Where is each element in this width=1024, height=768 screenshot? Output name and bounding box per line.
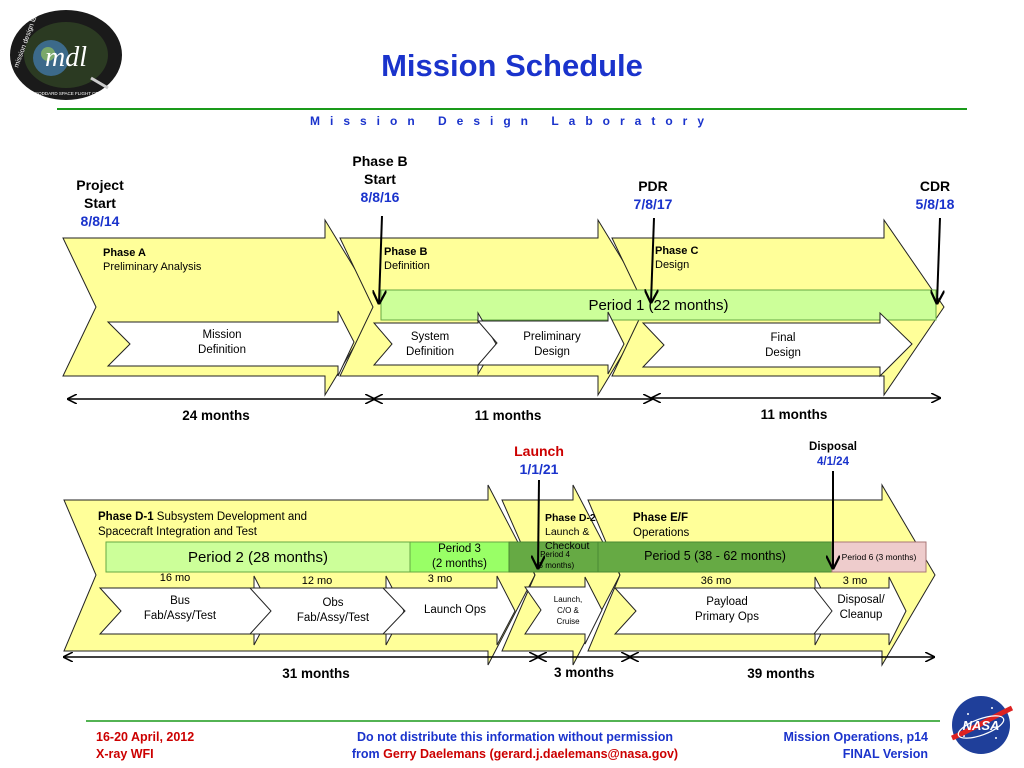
period-3-bar [409, 541, 510, 573]
disposal-cleanup-label: Disposal/ Cleanup [837, 594, 885, 621]
period-2-bar [105, 541, 411, 573]
milestone-cdr: CDR 5/8/18 [915, 178, 955, 212]
page-subtitle: Mission Design Laboratory [309, 114, 715, 128]
month-label-12: 12 mo [301, 575, 333, 587]
period-5-bar [597, 541, 833, 573]
period-2-label: Period 2 (28 months) [187, 549, 329, 566]
mdl-logo-text: mdl [45, 42, 87, 73]
duration-3-months: 3 months [553, 665, 614, 680]
preliminary-design-arrow [476, 311, 625, 375]
preliminary-design-label: Preliminary Design [523, 331, 581, 358]
final-design-label: Final Design [765, 332, 801, 359]
footer-left: 16-20 April, 2012 X-ray WFI [96, 730, 195, 761]
milestone-project-start: Project Start 8/8/14 [76, 177, 124, 229]
payload-ops-arrow [613, 576, 834, 646]
period-4-bar [508, 541, 599, 573]
period-5-label: Period 5 (38 - 62 months) [644, 549, 786, 563]
period-3-label: Period 3 (2 months) [432, 543, 487, 570]
phase-d1-label: Phase D-1 Subsystem Development and Spac… [98, 511, 308, 538]
launch-ops-arrow [381, 575, 516, 646]
launch-ops-label: Launch Ops [423, 604, 486, 616]
period-1-label: Period 1 (22 months) [588, 297, 729, 314]
launch-co-label: Launch, C/O & Cruise [553, 595, 583, 626]
phase-ef-label: Phase E/F Operations [633, 512, 690, 539]
duration-11-months-b: 11 months [474, 408, 542, 423]
bus-fab-arrow [98, 575, 273, 646]
mission-definition-arrow [106, 310, 355, 377]
nasa-logo-text: NASA [963, 718, 1000, 733]
phase-b-label: Phase B Definition [384, 246, 430, 272]
milestone-launch: Launch 1/1/21 [514, 443, 564, 477]
bus-fab-label: Bus Fab/Assy/Test [143, 595, 217, 622]
launch-line [538, 479, 539, 568]
phase-a-label: Phase A Preliminary Analysis [103, 247, 202, 273]
footer-right: Mission Operations, p14 FINAL Version [783, 730, 928, 761]
duration-24-months: 24 months [182, 408, 250, 423]
obs-fab-label: Obs Fab/Assy/Test [296, 597, 370, 624]
final-design-arrow [641, 311, 913, 378]
system-definition-arrow [372, 311, 497, 376]
duration-39-months: 39 months [747, 666, 815, 681]
month-label-16: 16 mo [159, 572, 191, 584]
duration-31-months: 31 months [282, 666, 350, 681]
duration-11-months-c: 11 months [760, 407, 828, 422]
period-6-bar [831, 541, 927, 573]
period-6-label: Period 6 (3 months) [841, 552, 917, 562]
disposal-arrow [812, 576, 907, 646]
milestone-phase-b-start: Phase B Start 8/8/16 [352, 153, 408, 205]
footer-center: Do not distribute this information witho… [351, 730, 679, 761]
phase-b-start-line [379, 215, 382, 303]
period-4-label: Period 4 (3 months) [535, 550, 575, 570]
month-label-3b: 3 mo [842, 575, 868, 587]
period-1-bar [380, 289, 937, 321]
launch-co-arrow [524, 576, 603, 645]
phase-c-label: Phase C Design [655, 245, 699, 271]
phase-d2-label: Phase D-2 Launch & Checkout [545, 512, 596, 552]
month-label-3a: 3 mo [427, 573, 453, 585]
month-label-36: 36 mo [700, 575, 732, 587]
payload-ops-label: Payload Primary Ops [695, 596, 759, 623]
obs-fab-arrow [248, 575, 405, 646]
mission-definition-label: Mission Definition [198, 329, 246, 356]
milestone-disposal: Disposal 4/1/24 [809, 441, 857, 468]
pdr-line [651, 217, 654, 302]
nasa-logo: NASA [946, 694, 1016, 756]
mdl-logo-ring-bottom: NASA GODDARD SPACE FLIGHT CENTER [21, 91, 111, 96]
page-title: Mission Schedule [381, 48, 643, 83]
header-rule [57, 108, 967, 110]
mdl-logo: mdl NASA GODDARD SPACE FLIGHT CENTER mis… [6, 8, 126, 102]
system-definition-label: System Definition [406, 331, 454, 358]
cdr-line [937, 217, 940, 303]
milestone-pdr: PDR 7/8/17 [633, 178, 673, 212]
